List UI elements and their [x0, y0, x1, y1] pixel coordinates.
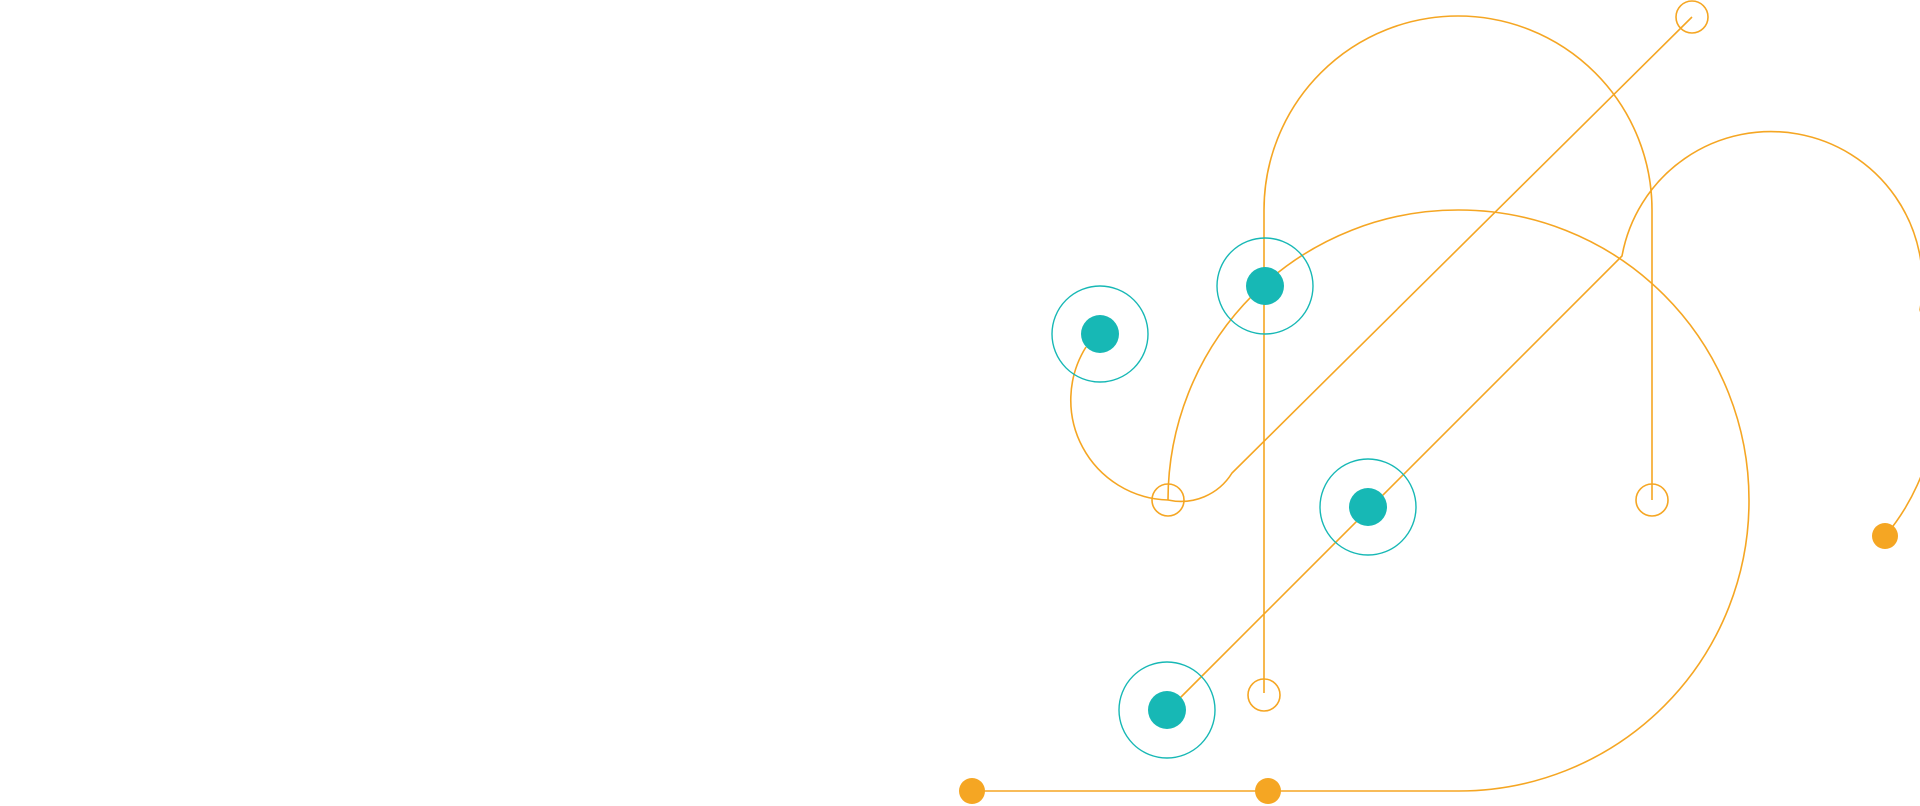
node-ring-left-loop [1151, 483, 1185, 517]
orange-dot-bottom-middle [1255, 778, 1281, 804]
top-arch-line [1263, 15, 1653, 693]
orange-dot-right [1872, 523, 1898, 549]
left-loop-line [1069, 346, 1169, 501]
node-ring-top-right [1675, 0, 1709, 34]
node-ring-bottom-vertical [1247, 678, 1281, 712]
node-ring-right-vertical [1635, 483, 1669, 517]
orange-lines-group [972, 0, 1920, 792]
second-diagonal-line [1167, 130, 1920, 711]
teal-nodes-group [1051, 237, 1417, 759]
orange-dot-bottom-left [959, 778, 985, 804]
teal-node-top-center [1216, 237, 1314, 335]
orange-dots-group [959, 523, 1898, 804]
teal-node-lower-left [1118, 661, 1216, 759]
teal-node-upper-left [1051, 285, 1149, 383]
long-diagonal-line [1167, 16, 1693, 503]
right-tail-line [1885, 310, 1920, 536]
teal-node-middle-right [1319, 458, 1417, 556]
